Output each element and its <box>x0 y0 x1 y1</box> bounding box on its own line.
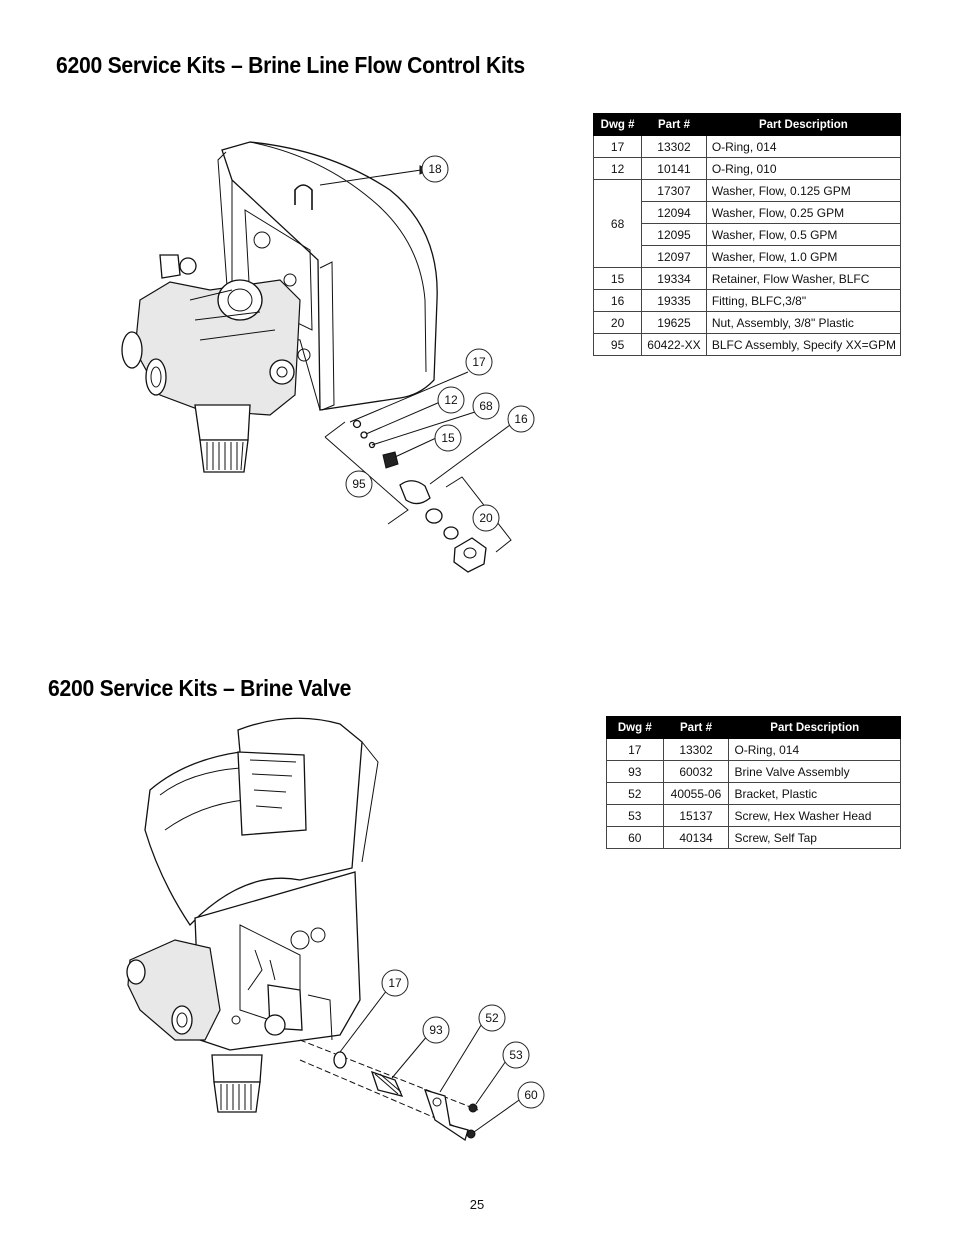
callout-53: 53 <box>502 1041 530 1069</box>
cell-part: 15137 <box>662 804 730 827</box>
cell-desc: O-Ring, 014 <box>728 738 901 761</box>
table-row: 95 60422-XX BLFC Assembly, Specify XX=GP… <box>592 333 902 356</box>
cell-dwg: 17 <box>592 135 643 158</box>
cell-dwg: 20 <box>592 311 643 334</box>
cell-part: 40134 <box>662 826 730 849</box>
callout-17: 17 <box>381 969 409 997</box>
callout-16: 16 <box>507 405 535 433</box>
svg-text:68: 68 <box>479 399 493 413</box>
cell-desc: Screw, Self Tap <box>728 826 901 849</box>
header-dwg: Dwg # <box>606 716 664 739</box>
callout-68: 68 <box>472 392 500 420</box>
parts-table-blfc: Dwg # Part # Part Description 17 13302 O… <box>592 113 902 356</box>
cell-part: 10141 <box>641 157 707 180</box>
cell-dwg: 16 <box>592 289 643 312</box>
cell-desc: Washer, Flow, 1.0 GPM <box>705 245 902 268</box>
table-row: 60 40134 Screw, Self Tap <box>606 826 901 849</box>
cell-desc: BLFC Assembly, Specify XX=GPM <box>705 333 902 356</box>
cell-desc: O-Ring, 014 <box>705 135 902 158</box>
section-title-brine-valve: 6200 Service Kits – Brine Valve <box>48 675 352 701</box>
cell-desc: Fitting, BLFC,3/8" <box>705 289 902 312</box>
svg-text:17: 17 <box>472 355 486 369</box>
parts-table-brine-valve: Dwg # Part # Part Description 17 13302 O… <box>606 716 901 849</box>
cell-part: 13302 <box>662 738 730 761</box>
callout-17: 17 <box>465 348 493 376</box>
table-row: 12094 Washer, Flow, 0.25 GPM <box>594 201 902 224</box>
brine-valve-leader-lines <box>339 989 523 1133</box>
svg-text:16: 16 <box>514 412 528 426</box>
header-part: Part # <box>641 113 707 136</box>
svg-text:95: 95 <box>352 477 366 491</box>
callout-95: 95 <box>345 470 373 498</box>
svg-text:12: 12 <box>444 393 458 407</box>
callout-12: 12 <box>437 386 465 414</box>
callout-20: 20 <box>472 504 500 532</box>
callout-15: 15 <box>434 424 462 452</box>
table-row: 17 13302 O-Ring, 014 <box>606 738 901 761</box>
page-number: 25 <box>469 1197 485 1212</box>
cell-part: 19334 <box>641 267 707 290</box>
callout-93: 93 <box>422 1016 450 1044</box>
callout-60: 60 <box>517 1081 545 1109</box>
callout-52: 52 <box>478 1004 506 1032</box>
table-header-row: Dwg # Part # Part Description <box>592 113 902 136</box>
cell-dwg-merged: 68 <box>592 179 643 268</box>
cell-dwg: 15 <box>592 267 643 290</box>
cell-part: 12094 <box>641 201 707 224</box>
header-description: Part Description <box>705 113 902 136</box>
svg-text:17: 17 <box>388 976 402 990</box>
cell-part: 19625 <box>641 311 707 334</box>
table-row: 16 19335 Fitting, BLFC,3/8" <box>592 289 902 312</box>
blfc-valve-drawing <box>121 141 438 473</box>
svg-text:52: 52 <box>485 1011 499 1025</box>
svg-text:15: 15 <box>441 431 455 445</box>
table-row: 20 19625 Nut, Assembly, 3/8" Plastic <box>592 311 902 334</box>
header-part: Part # <box>662 716 730 739</box>
callout-18: 18 <box>421 155 449 183</box>
cell-part: 12095 <box>641 223 707 246</box>
svg-text:20: 20 <box>479 511 493 525</box>
blfc-exploded-parts <box>324 419 512 573</box>
svg-text:60: 60 <box>524 1088 538 1102</box>
svg-text:18: 18 <box>428 162 442 176</box>
section-title-brine-line-flow-control: 6200 Service Kits – Brine Line Flow Cont… <box>56 52 525 78</box>
table-row: 12 10141 O-Ring, 010 <box>592 157 902 180</box>
svg-text:93: 93 <box>429 1023 443 1037</box>
table-row: 15 19334 Retainer, Flow Washer, BLFC <box>592 267 902 290</box>
cell-dwg: 95 <box>592 333 643 356</box>
brine-valve-drawing <box>126 717 379 1113</box>
svg-text:53: 53 <box>509 1048 523 1062</box>
cell-dwg: 60 <box>606 826 664 849</box>
brine-valve-exploded-parts <box>299 1039 479 1142</box>
table-row: 53 15137 Screw, Hex Washer Head <box>606 804 901 827</box>
header-description: Part Description <box>728 716 901 739</box>
table-row: 68 17307 Washer, Flow, 0.125 GPM <box>592 179 902 268</box>
table-row: 93 60032 Brine Valve Assembly <box>606 760 901 783</box>
table-row: 12097 Washer, Flow, 1.0 GPM <box>594 245 902 268</box>
table-header-row: Dwg # Part # Part Description <box>606 716 901 739</box>
cell-dwg: 52 <box>606 782 664 805</box>
